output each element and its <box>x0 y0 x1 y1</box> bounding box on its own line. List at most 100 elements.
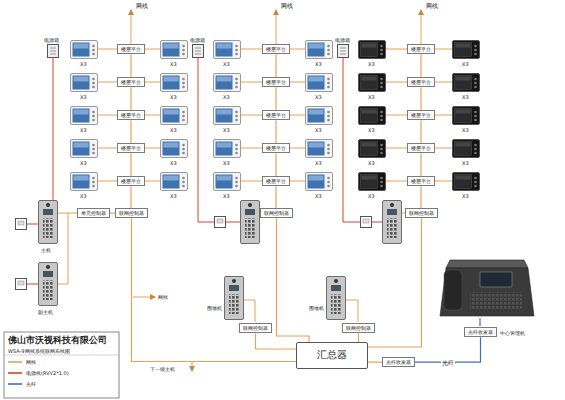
indoor-monitor <box>161 107 188 125</box>
box-text: 联网控制器 <box>409 210 434 216</box>
legend-swatch <box>8 370 22 376</box>
drawing-caption: WSA-9网线系统联网布线图 <box>8 348 70 354</box>
legend-text: 网线 <box>26 359 36 365</box>
indoor-monitor <box>71 173 98 191</box>
fiber-transceiver-box: 光纤收发器 <box>382 357 415 367</box>
floor-platform-box: 楼层平台 <box>407 77 435 87</box>
indoor-monitor <box>71 41 98 59</box>
model-label: X3 <box>223 61 230 67</box>
console-label: 中心管理机 <box>500 330 525 336</box>
indoor-monitor <box>359 140 386 158</box>
floor-platform-box: 楼层平台 <box>262 176 290 186</box>
hub-box: 汇总器 <box>296 342 368 369</box>
model-label: X3 <box>315 94 322 100</box>
cable-connector <box>420 54 421 77</box>
box-text: 楼层平台 <box>411 145 431 151</box>
power-box-icon <box>338 45 349 58</box>
model-label: X3 <box>368 94 375 100</box>
model-label: X3 <box>80 61 87 67</box>
cable-connector <box>420 153 421 176</box>
legend-text: 光纤 <box>26 381 36 387</box>
uplink-label: 下一级主机 <box>150 366 175 372</box>
indoor-monitor <box>453 41 480 59</box>
power-box-label: 电源箱 <box>44 37 59 43</box>
indoor-monitor <box>71 74 98 92</box>
floor-platform-box: 楼层平台 <box>117 44 145 54</box>
network-wire <box>58 49 452 322</box>
legend-divider <box>4 355 119 356</box>
box-text: 联网控制器 <box>264 210 289 216</box>
model-label: X3 <box>315 127 322 133</box>
network-controller-box: 联网控制器 <box>115 208 148 218</box>
cable-connector <box>275 54 276 77</box>
model-label: X3 <box>170 127 177 133</box>
cable-connector <box>368 218 422 347</box>
box-text: 楼层平台 <box>266 46 286 52</box>
cable-connector <box>130 87 131 110</box>
station-label: 围墙机 <box>207 305 222 311</box>
legend-text: 电源线(RVV2*1.0) <box>26 370 69 376</box>
management-console <box>440 260 534 316</box>
cable-connector <box>275 186 276 208</box>
indoor-monitor <box>306 173 333 191</box>
cable-label: 网线 <box>426 2 438 9</box>
cable-connector <box>368 362 382 363</box>
box-text: 楼层平台 <box>266 145 286 151</box>
indoor-monitor <box>306 107 333 125</box>
indoor-monitor <box>214 173 241 191</box>
power-wire <box>27 58 382 284</box>
console-top <box>446 260 528 268</box>
model-label: X3 <box>80 193 87 199</box>
console-body <box>440 268 534 316</box>
cable-connector <box>420 87 421 110</box>
power-box-label: 电源箱 <box>335 37 350 43</box>
model-label: X3 <box>223 193 230 199</box>
model-label: X3 <box>315 160 322 166</box>
model-label: X3 <box>462 193 469 199</box>
model-label: X3 <box>315 193 322 199</box>
model-label: X3 <box>462 160 469 166</box>
cable-connector <box>277 218 310 342</box>
box-text: 楼层平台 <box>121 145 141 151</box>
cable-connector <box>130 120 131 143</box>
box-text: 光纤收发器 <box>386 359 411 365</box>
leader-arrow <box>192 361 193 371</box>
model-label: X3 <box>462 127 469 133</box>
indoor-monitor <box>453 140 480 158</box>
indoor-monitor <box>453 107 480 125</box>
indoor-monitor <box>214 74 241 92</box>
model-label: X3 <box>223 127 230 133</box>
network-controller-box: 联网控制器 <box>260 208 293 218</box>
model-label: X3 <box>80 160 87 166</box>
indoor-monitor <box>453 173 480 191</box>
wall-station <box>327 277 346 320</box>
indoor-monitor <box>71 140 98 158</box>
indoor-monitor <box>359 41 386 59</box>
box-text: 联网控制器 <box>243 325 268 331</box>
box-text: 联网控制器 <box>346 325 371 331</box>
model-label: X3 <box>170 193 177 199</box>
box-text: 光纤收发器 <box>468 329 493 335</box>
power-box-label: 电源箱 <box>190 37 205 43</box>
model-label: X3 <box>170 61 177 67</box>
console-keys <box>470 292 522 310</box>
indoor-monitor <box>161 140 188 158</box>
cable-connector <box>275 153 276 176</box>
model-label: X3 <box>170 160 177 166</box>
floor-platform-box: 楼层平台 <box>407 143 435 153</box>
floor-platform-box: 楼层平台 <box>407 110 435 120</box>
model-label: X3 <box>462 61 469 67</box>
cable-connector <box>275 87 276 110</box>
floor-platform-box: 楼层平台 <box>117 176 145 186</box>
console-screen <box>480 272 512 287</box>
box-text: 楼层平台 <box>411 178 431 184</box>
door-station <box>241 201 260 244</box>
box-text: 楼层平台 <box>266 79 286 85</box>
wall-station <box>225 277 244 320</box>
legend-line <box>8 361 22 363</box>
legend-swatch <box>8 381 22 387</box>
floor-platform-box: 楼层平台 <box>117 110 145 120</box>
legend-line <box>8 383 22 385</box>
floor-platform-box: 楼层平台 <box>262 77 290 87</box>
